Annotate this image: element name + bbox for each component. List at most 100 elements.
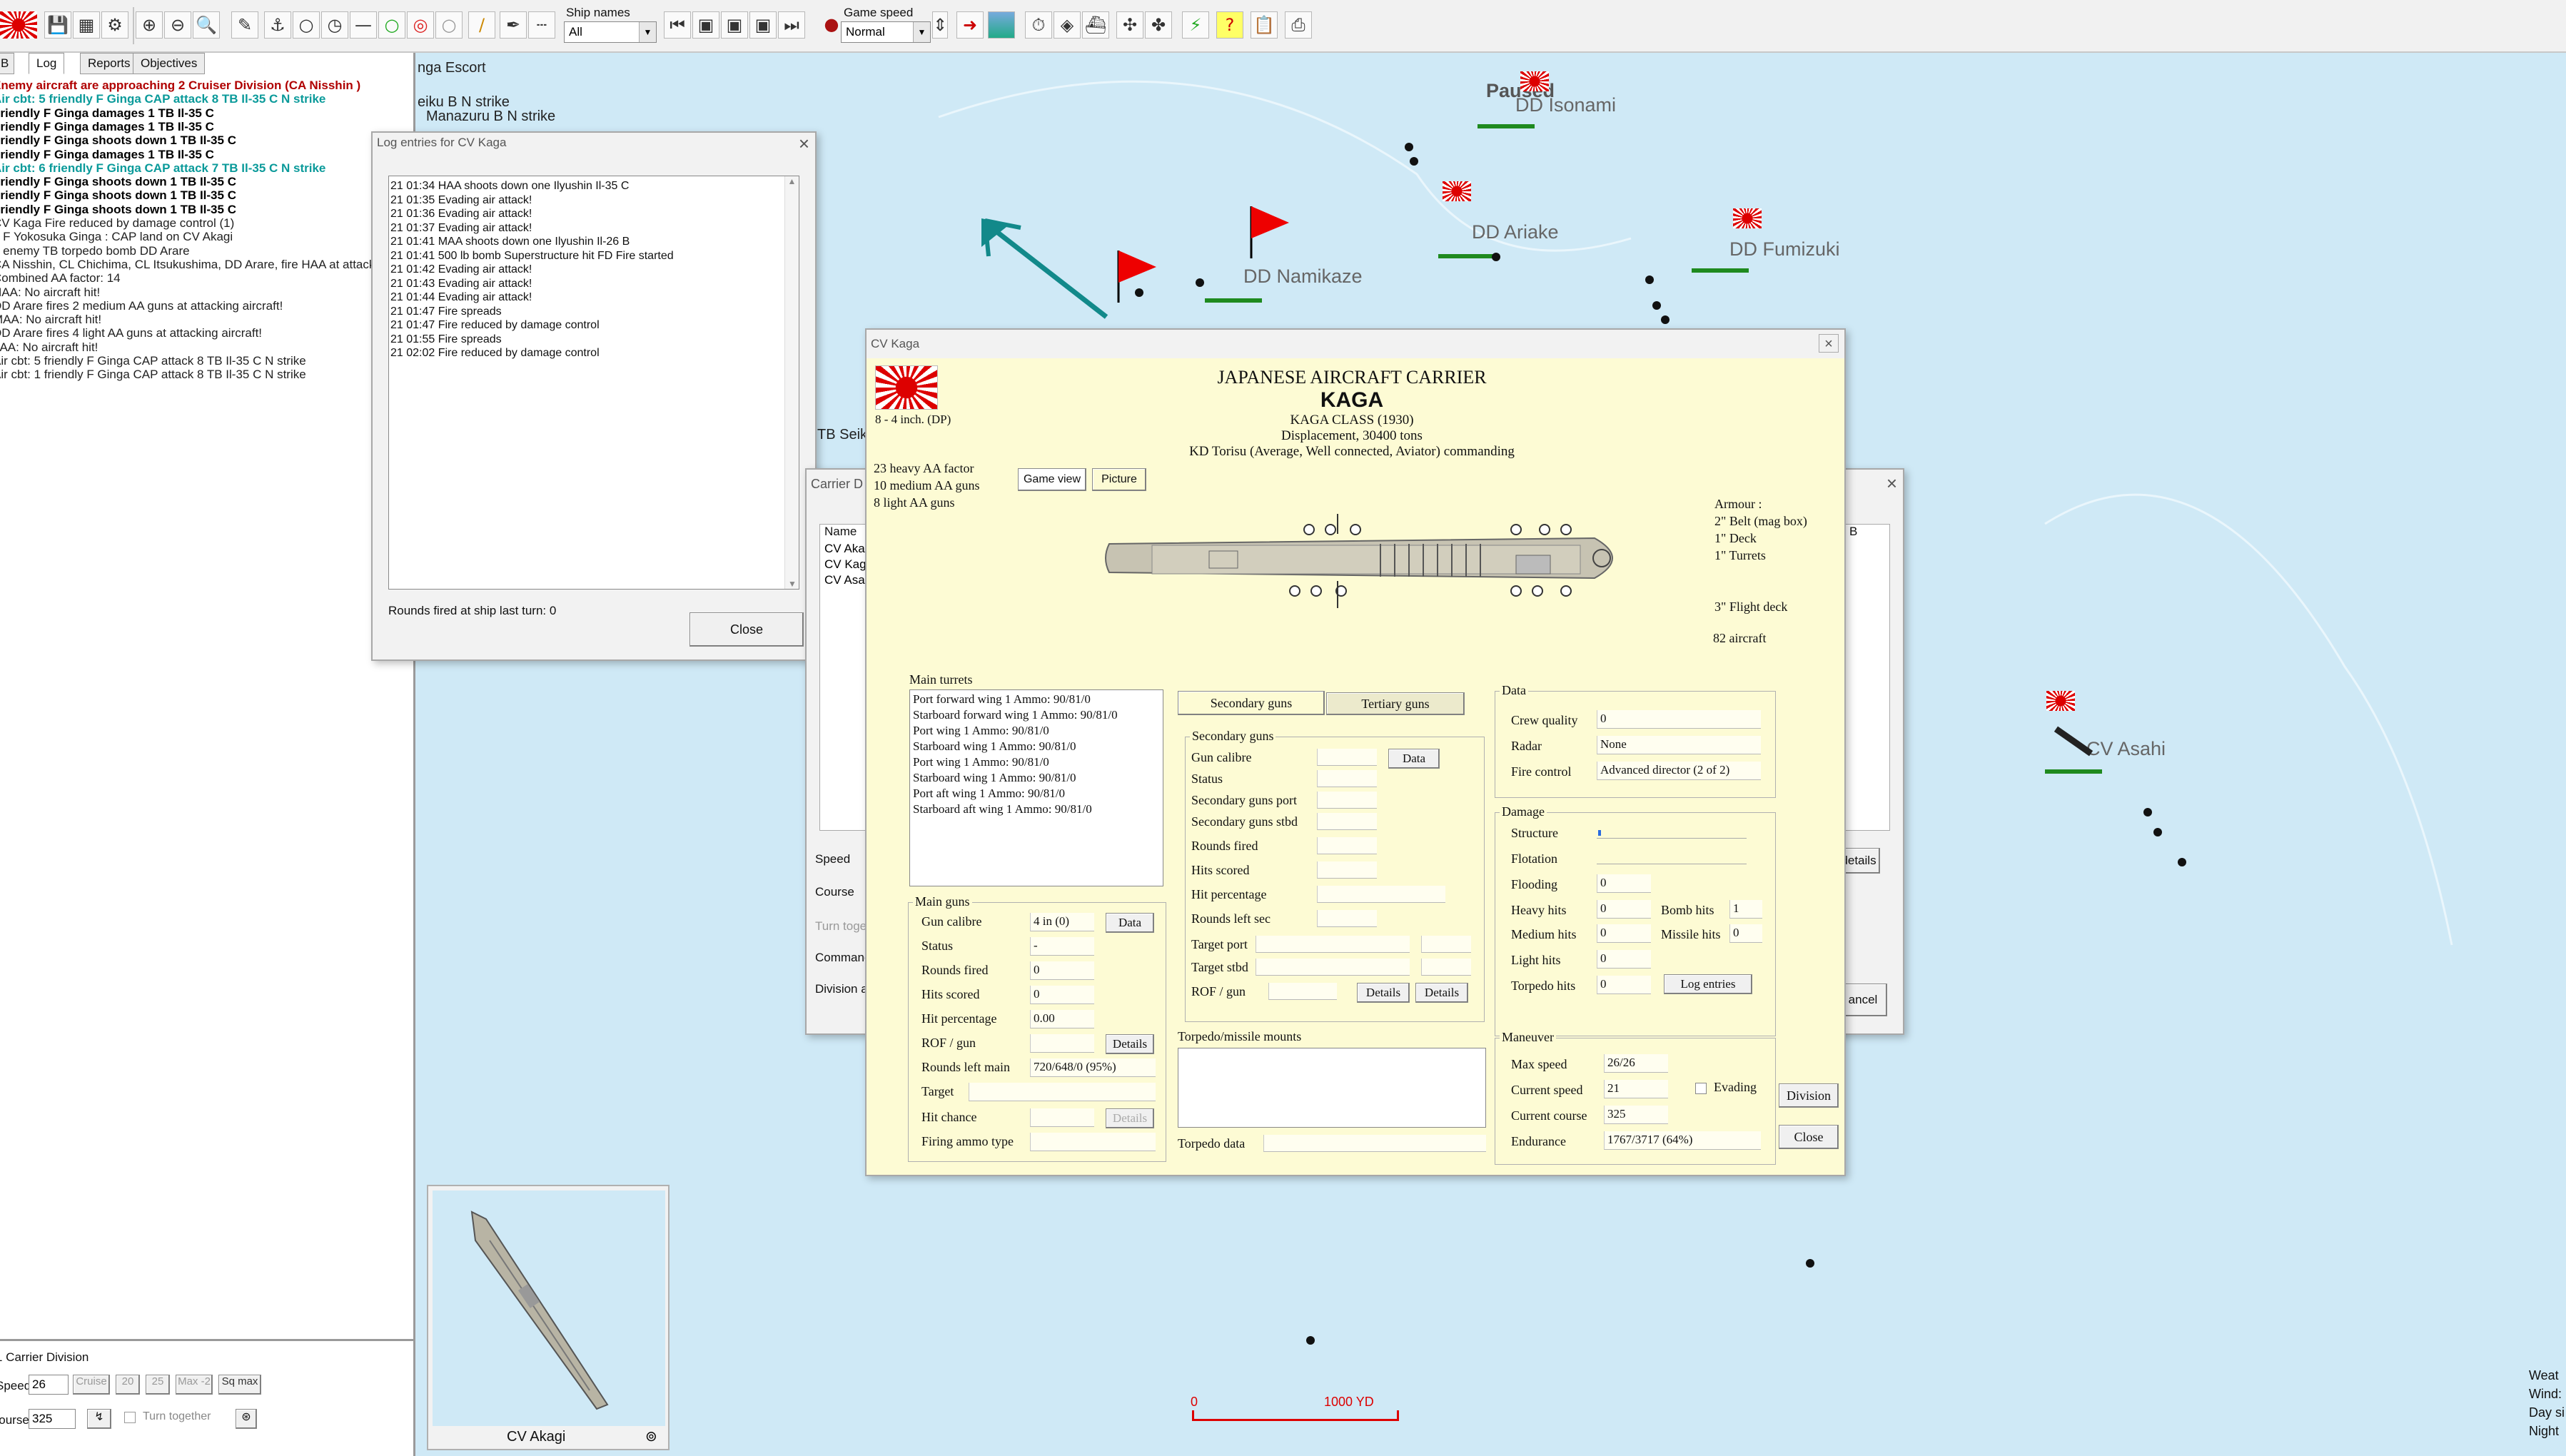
main-data-button[interactable]: Data: [1106, 913, 1154, 933]
sec-details-stbd-button[interactable]: Details: [1415, 983, 1468, 1003]
ship-thumbnail-panel[interactable]: CV Akagi ⊚: [427, 1185, 670, 1450]
speed-spinner-icon[interactable]: ⇕: [932, 11, 948, 39]
japan-flag-icon[interactable]: [0, 11, 37, 39]
turret-item[interactable]: Port wing 1 Ammo: 90/81/0: [913, 755, 1049, 769]
tab-tertiary-guns[interactable]: Tertiary guns: [1326, 692, 1465, 715]
aircraft-marker[interactable]: [1492, 253, 1500, 261]
aircraft-marker[interactable]: [2178, 858, 2186, 866]
anchor-icon[interactable]: ⚓: [264, 11, 291, 39]
close-icon[interactable]: ×: [798, 133, 809, 154]
speed-max-2-button[interactable]: Max -2: [176, 1375, 213, 1395]
minus-icon[interactable]: —: [350, 11, 377, 39]
log-entries-button[interactable]: Log entries: [1664, 974, 1752, 994]
settings-icon[interactable]: ⚙: [101, 11, 128, 39]
help-icon[interactable]: ?: [1216, 11, 1243, 39]
green-circle-icon[interactable]: ○: [378, 11, 405, 39]
tab-reports[interactable]: Reports: [80, 53, 138, 74]
close-icon[interactable]: ×: [1886, 472, 1897, 494]
turret-item[interactable]: Starboard aft wing 1 Ammo: 90/81/0: [913, 802, 1092, 816]
formation-icon[interactable]: ✣: [1116, 11, 1143, 39]
sec-details-button[interactable]: Details: [1357, 983, 1410, 1003]
binoculars-icon[interactable]: ⊚: [645, 1429, 657, 1445]
tab-log[interactable]: Log: [29, 53, 65, 74]
range-circle-icon[interactable]: ○: [435, 11, 463, 39]
aircraft-marker[interactable]: [1652, 301, 1661, 310]
evading-checkbox[interactable]: [1695, 1083, 1707, 1094]
fleet-icon[interactable]: ▦: [73, 11, 100, 39]
step-back-icon[interactable]: ▣: [692, 11, 719, 39]
step-icon[interactable]: ▣: [721, 11, 748, 39]
save-icon[interactable]: 💾: [44, 11, 71, 39]
log-list[interactable]: Enemy aircraft are approaching 2 Cruiser…: [0, 79, 405, 1392]
pen-icon[interactable]: ✒: [500, 11, 527, 39]
ship-window-titlebar[interactable]: CV Kaga ×: [867, 330, 1844, 358]
stopwatch-icon[interactable]: ⏱: [1025, 11, 1052, 39]
close-icon[interactable]: ×: [1819, 334, 1839, 353]
red-arrow-icon[interactable]: ➜: [956, 11, 984, 39]
course-spinner[interactable]: 325: [29, 1409, 76, 1429]
sea-view-icon[interactable]: [988, 11, 1015, 39]
speed-sqmax-button[interactable]: Sq max: [218, 1375, 261, 1395]
speed-cruise-button[interactable]: Cruise: [73, 1375, 110, 1395]
table-row[interactable]: CV Akagi: [824, 542, 874, 555]
zoom-in-icon[interactable]: ⊕: [136, 11, 163, 39]
formation-gear-icon[interactable]: ✤: [1145, 11, 1172, 39]
turn-together-checkbox[interactable]: [124, 1412, 136, 1423]
speed-spinner[interactable]: 26: [29, 1375, 69, 1395]
ship-names-select[interactable]: All ▼: [564, 21, 657, 43]
step-forward-icon[interactable]: ▣: [749, 11, 777, 39]
close-button[interactable]: Close: [690, 612, 804, 647]
ship-details-window[interactable]: CV Kaga × 8 - 4 inch. (DP) JAPANESE AIRC…: [865, 328, 1846, 1176]
step-last-icon[interactable]: ⏭: [778, 11, 805, 39]
clock-icon[interactable]: ◷: [321, 11, 348, 39]
turret-item[interactable]: Port aft wing 1 Ammo: 90/81/0: [913, 787, 1065, 800]
speed-20-button[interactable]: 20: [116, 1375, 140, 1395]
tab-picture[interactable]: Picture: [1092, 468, 1146, 491]
aircraft-marker[interactable]: [1405, 143, 1413, 151]
tab-b[interactable]: B: [0, 53, 14, 74]
lightning-icon[interactable]: ⚡: [1182, 11, 1209, 39]
scrollbar[interactable]: ▲▼: [784, 176, 799, 589]
zoom-out-icon[interactable]: ⊖: [164, 11, 191, 39]
log-entries-window[interactable]: Log entries for CV Kaga × 21 01:34 HAA s…: [371, 131, 817, 661]
target-icon[interactable]: ◎: [407, 11, 434, 39]
tab-game-view[interactable]: Game view: [1018, 468, 1086, 491]
aircraft-marker[interactable]: [1645, 275, 1654, 284]
speed-25-button[interactable]: 25: [146, 1375, 170, 1395]
turret-item[interactable]: Port forward wing 1 Ammo: 90/81/0: [913, 692, 1091, 706]
log-entries-list[interactable]: 21 01:34 HAA shoots down one Ilyushin Il…: [388, 176, 799, 590]
sec-data-button[interactable]: Data: [1388, 749, 1440, 769]
dash-icon[interactable]: ┄: [528, 11, 555, 39]
aircraft-marker[interactable]: [1135, 288, 1143, 297]
tab-objectives[interactable]: Objectives: [133, 53, 206, 74]
table-row[interactable]: CV Kaga: [824, 557, 874, 571]
main-details-button[interactable]: Details: [1106, 1034, 1154, 1054]
division-button[interactable]: Division: [1779, 1083, 1839, 1108]
clipboard-icon[interactable]: 📋: [1251, 11, 1278, 39]
turn-icon[interactable]: ↯: [87, 1409, 111, 1429]
pencil-icon[interactable]: ✎: [231, 11, 258, 39]
aircraft-marker[interactable]: [1806, 1259, 1814, 1268]
tab-secondary-guns[interactable]: Secondary guns: [1178, 691, 1325, 715]
aircraft-marker[interactable]: [2153, 828, 2162, 836]
aircraft-marker[interactable]: [1306, 1336, 1315, 1345]
hit-chance-details-button[interactable]: Details: [1106, 1108, 1154, 1128]
aircraft-marker[interactable]: [1196, 278, 1204, 287]
turret-item[interactable]: Port wing 1 Ammo: 90/81/0: [913, 724, 1049, 737]
compass-icon[interactable]: ⊛: [236, 1409, 257, 1429]
print-icon[interactable]: ⎙: [1285, 11, 1312, 39]
turret-item[interactable]: Starboard wing 1 Ammo: 90/81/0: [913, 771, 1076, 784]
circle-icon[interactable]: ○: [293, 11, 320, 39]
table-row[interactable]: CV Asahi: [824, 573, 874, 587]
aircraft-marker[interactable]: [1661, 315, 1670, 324]
pause-icon[interactable]: ●: [824, 14, 839, 34]
line-icon[interactable]: /: [468, 11, 495, 39]
aircraft-marker[interactable]: [1410, 157, 1418, 166]
step-first-icon[interactable]: ⏮: [664, 11, 691, 39]
turret-item[interactable]: Starboard wing 1 Ammo: 90/81/0: [913, 739, 1076, 753]
ship-icon[interactable]: ⛴: [1082, 11, 1109, 39]
layers-icon[interactable]: ◈: [1054, 11, 1081, 39]
torpedo-list[interactable]: [1178, 1048, 1486, 1128]
zoom-icon[interactable]: 🔍: [193, 11, 220, 39]
